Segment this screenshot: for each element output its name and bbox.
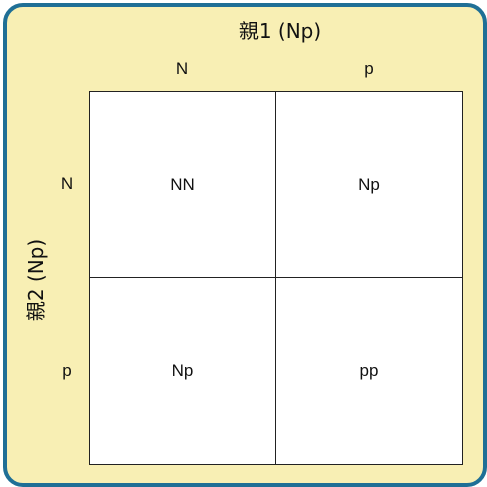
row-header-2: p — [62, 361, 72, 380]
parent2-label: 親2 (Np) — [24, 238, 48, 322]
cell-r2-c2: pp — [359, 361, 379, 380]
cell-r1-c2: Np — [276, 92, 462, 278]
column-header-1: N — [175, 59, 189, 78]
cell-r2-c1: Np — [90, 278, 276, 464]
row-header-1: N — [60, 174, 74, 193]
column-header-2: p — [364, 59, 374, 78]
cell-r1-c1: NN — [90, 92, 276, 278]
parent1-label: 親1 (Np) — [238, 19, 322, 43]
punnett-grid: NN Np Np pp — [89, 91, 463, 465]
